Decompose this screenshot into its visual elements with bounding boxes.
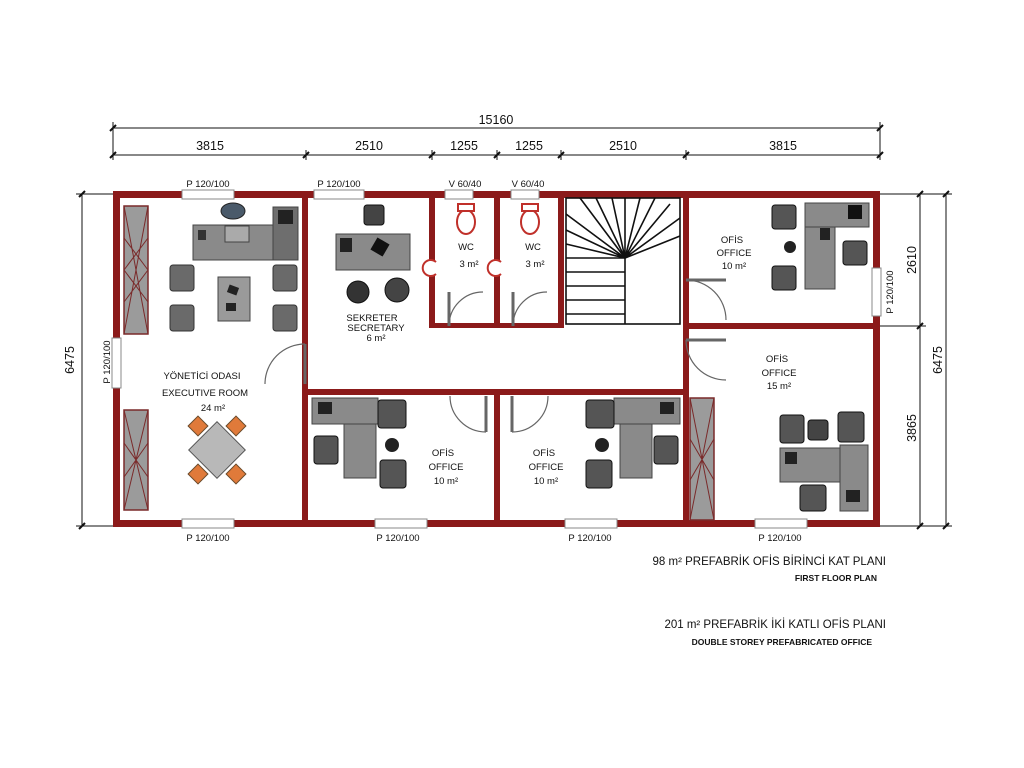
wc1-area: 3 m² xyxy=(460,259,479,270)
dim-segment-6: 3815 xyxy=(769,139,797,153)
office-e-area: 15 m² xyxy=(767,381,791,392)
floor-plan-title-en: FIRST FLOOR PLAN xyxy=(794,573,877,583)
room-label-office-c1: OFİS OFFICE 10 m² xyxy=(429,448,464,487)
executive-furniture xyxy=(123,202,299,511)
window-label-bottom-4: P 120/100 xyxy=(758,533,801,544)
right-bottom-label: 3865 xyxy=(905,414,919,442)
office-ne-name-en: OFFICE xyxy=(717,248,752,259)
total-width-label: 15160 xyxy=(479,113,514,127)
office-c2-name-en: OFFICE xyxy=(529,462,564,473)
room-label-wc2: WC 3 m² xyxy=(525,242,544,270)
office-c2-name-tr: OFİS xyxy=(533,448,555,459)
window-label-top-secretary: P 120/100 xyxy=(317,179,360,190)
office-c1-area: 10 m² xyxy=(434,476,458,487)
room-label-executive: YÖNETİCİ ODASI EXECUTIVE ROOM 24 m² xyxy=(162,371,248,414)
wc2-name: WC xyxy=(525,242,541,253)
meeting-table xyxy=(187,415,247,485)
wc-fixtures xyxy=(421,203,540,277)
window-label-top-wc1: V 60/40 xyxy=(449,179,482,190)
office-ne-furniture xyxy=(771,202,870,291)
dim-segment-1: 3815 xyxy=(196,139,224,153)
dim-segment-5: 2510 xyxy=(609,139,637,153)
room-label-secretary: SEKRETER SECRETARY 6 m² xyxy=(346,313,405,344)
office-c2-furniture xyxy=(585,397,681,489)
right-top-label: 2610 xyxy=(905,246,919,274)
executive-name-tr: YÖNETİCİ ODASI xyxy=(163,371,240,382)
window-label-top-exec: P 120/100 xyxy=(186,179,229,190)
window-label-left: P 120/100 xyxy=(102,340,113,383)
dimension-ticks xyxy=(78,124,950,530)
wc2-area: 3 m² xyxy=(526,259,545,270)
left-height-label: 6475 xyxy=(63,346,77,374)
dim-segment-3: 1255 xyxy=(450,139,478,153)
room-label-wc1: WC 3 m² xyxy=(458,242,478,270)
wc1-name: WC xyxy=(458,242,474,253)
room-label-office-ne: OFİS OFFICE 10 m² xyxy=(717,235,752,272)
doors xyxy=(264,278,727,433)
office-c1-name-en: OFFICE xyxy=(429,462,464,473)
office-plan-title-tr: 201 m² PREFABRİK İKİ KATLI OFİS PLANI xyxy=(664,619,886,631)
secretary-furniture xyxy=(335,204,411,304)
window-label-top-wc2: V 60/40 xyxy=(512,179,545,190)
floor-plan-title-tr: 98 m² PREFABRİK OFİS BİRİNCİ KAT PLANI xyxy=(652,556,886,568)
office-e-furniture xyxy=(689,397,869,521)
office-e-name-en: OFFICE xyxy=(762,368,797,379)
window-label-bottom-2: P 120/100 xyxy=(376,533,419,544)
secretary-name-en: SECRETARY xyxy=(347,323,405,334)
window-label-right: P 120/100 xyxy=(885,270,896,313)
executive-chair xyxy=(220,202,246,220)
room-label-office-e: OFİS OFFICE 15 m² xyxy=(762,354,797,392)
office-ne-name-tr: OFİS xyxy=(721,235,743,246)
office-c1-name-tr: OFİS xyxy=(432,448,454,459)
office-c2-area: 10 m² xyxy=(534,476,558,487)
secretary-area: 6 m² xyxy=(367,333,386,344)
secretary-name-tr: SEKRETER xyxy=(346,313,397,324)
window-openings xyxy=(111,189,882,529)
dim-segment-2: 2510 xyxy=(355,139,383,153)
window-label-bottom-3: P 120/100 xyxy=(568,533,611,544)
office-e-name-tr: OFİS xyxy=(766,354,788,365)
office-plan-title-en: DOUBLE STOREY PREFABRICATED OFFICE xyxy=(691,637,872,647)
office-c1-furniture xyxy=(311,397,407,489)
office-ne-area: 10 m² xyxy=(722,261,746,272)
room-label-office-c2: OFİS OFFICE 10 m² xyxy=(529,448,564,487)
staircase xyxy=(565,197,681,325)
dim-segment-4: 1255 xyxy=(515,139,543,153)
right-total-label: 6475 xyxy=(931,346,945,374)
executive-area: 24 m² xyxy=(201,403,225,414)
coffee-table xyxy=(217,276,251,322)
window-label-bottom-1: P 120/100 xyxy=(186,533,229,544)
executive-name-en: EXECUTIVE ROOM xyxy=(162,388,248,399)
